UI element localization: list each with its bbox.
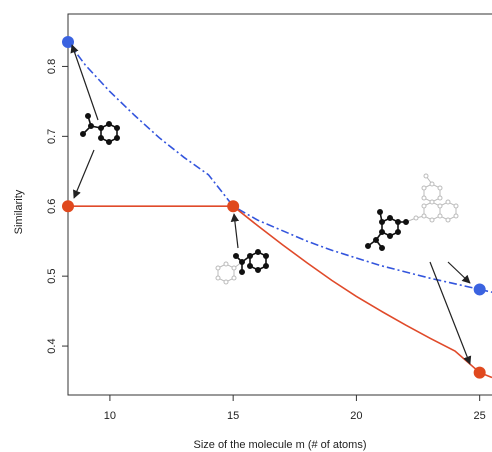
series-marker-0 (473, 283, 486, 296)
arrow-to-blue-start (70, 44, 99, 121)
x-axis-title: Size of the molecule m (# of atoms) (193, 439, 366, 451)
y-tick-label: 0.5 (46, 269, 58, 284)
arrow-to-red-end (429, 261, 472, 365)
series-marker-1 (62, 200, 74, 213)
series-marker-1 (473, 366, 486, 379)
molecule-icon-medium (215, 249, 269, 285)
series-marker-1 (227, 200, 240, 213)
series-line-0 (67, 41, 492, 293)
x-axis-ticks: 10 15 20 25 (104, 395, 486, 422)
molecule-icon-small (80, 113, 121, 146)
x-tick-label: 25 (474, 410, 486, 422)
x-tick-label: 20 (350, 410, 362, 422)
series-line-1 (68, 205, 492, 379)
arrow-to-blue-end (447, 261, 471, 284)
y-tick-label: 0.4 (46, 338, 58, 353)
y-tick-label: 0.7 (46, 129, 58, 144)
y-tick-label: 0.8 (46, 59, 58, 74)
x-tick-label: 15 (227, 410, 239, 422)
annotation-arrows (70, 44, 472, 365)
molecule-icon-large (364, 173, 459, 252)
y-axis-title: Similarity (13, 189, 25, 234)
arrow-to-red-start (73, 149, 95, 199)
arrow-to-red-mid (230, 213, 240, 249)
y-tick-label: 0.6 (46, 199, 58, 214)
x-tick-label: 10 (104, 410, 116, 422)
